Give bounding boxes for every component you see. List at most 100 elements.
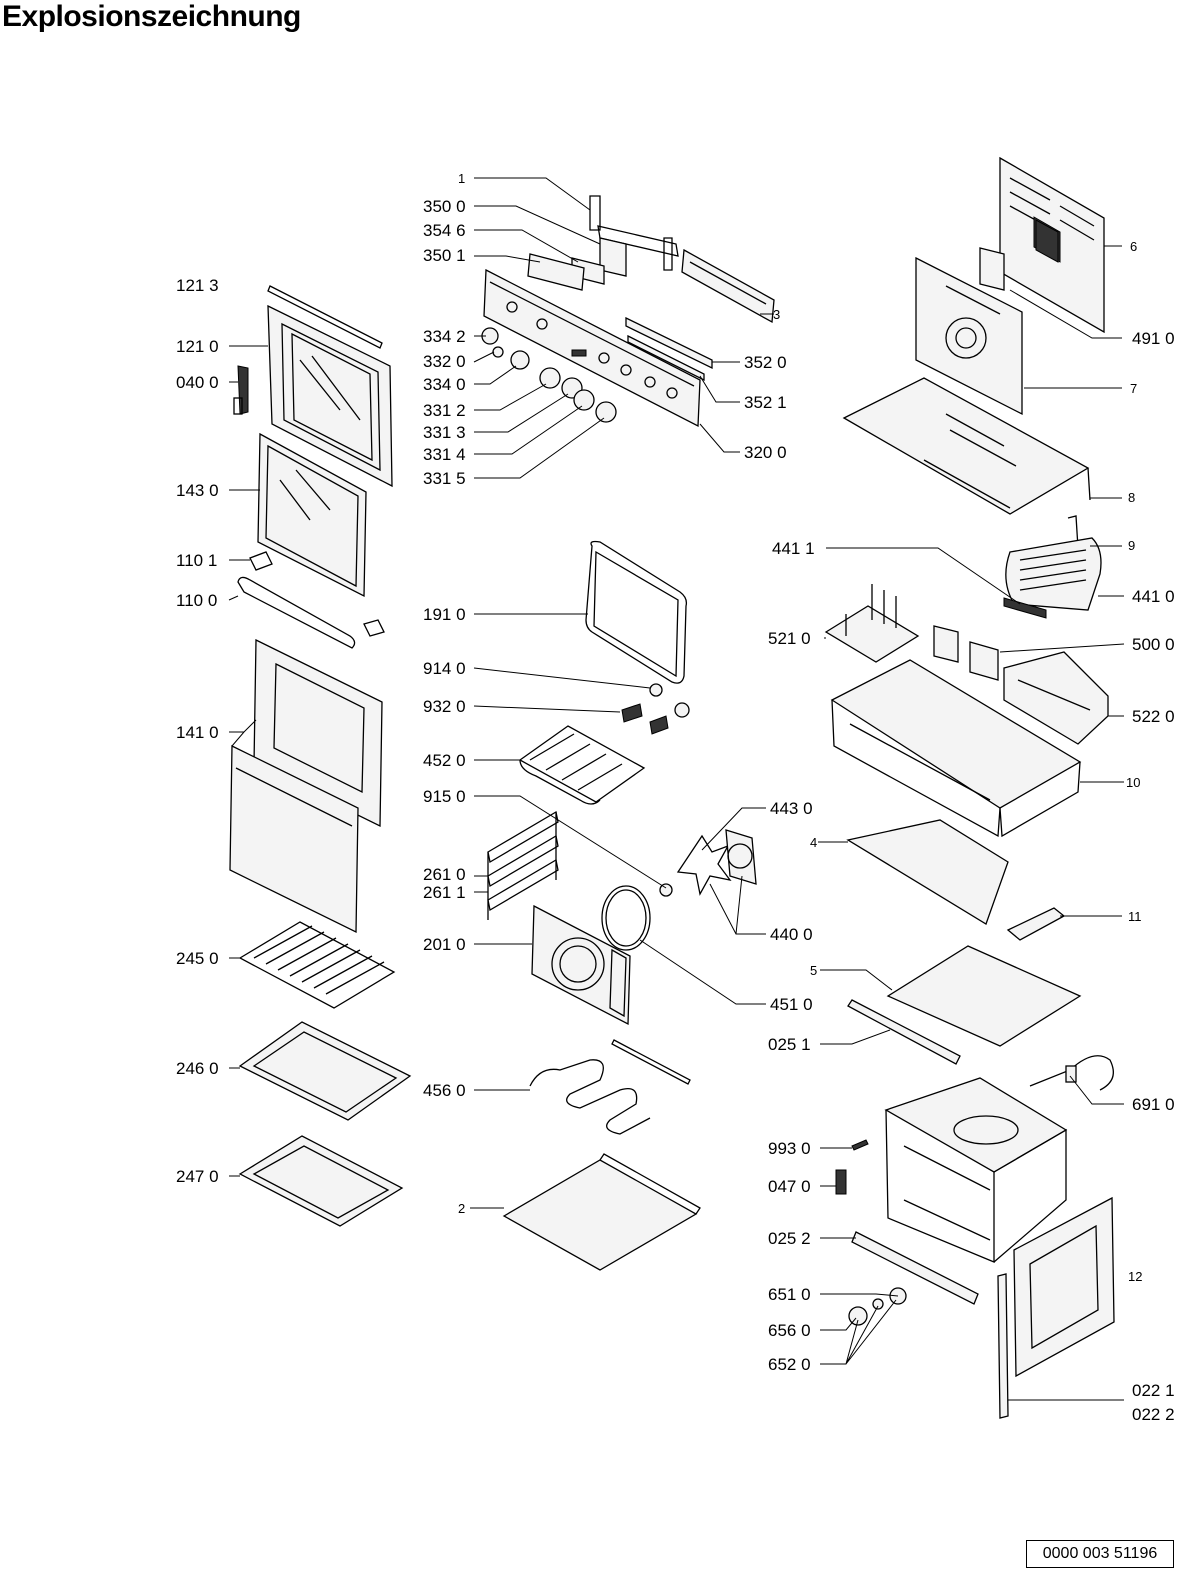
fan-cover-panel: [531, 904, 631, 1026]
bottom-heating-element: [529, 1039, 691, 1135]
small-bracket: [1006, 907, 1066, 941]
base-frame: [830, 659, 1082, 838]
ring-heating-element: [601, 885, 651, 951]
label-651-0: 651 0: [768, 1285, 811, 1304]
label-441-1: 441 1: [772, 539, 815, 558]
label-022-2: 022 2: [1132, 1405, 1175, 1424]
label-652-0: 652 0: [768, 1355, 811, 1374]
label-247-0: 247 0: [176, 1167, 219, 1186]
label-11: 11: [1128, 909, 1142, 924]
label-110-1: 110 1: [176, 551, 217, 570]
baking-tray: [238, 1021, 412, 1121]
label-143-0: 143 0: [176, 481, 219, 500]
label-691-0: 691 0: [1132, 1095, 1175, 1114]
label-8: 8: [1128, 490, 1135, 505]
label-320-0: 320 0: [744, 443, 787, 462]
label-7: 7: [1130, 381, 1137, 396]
label-246-0: 246 0: [176, 1059, 219, 1078]
label-331-3: 331 3: [423, 423, 466, 442]
label-2: 2: [458, 1201, 465, 1216]
label-443-0: 443 0: [770, 799, 813, 818]
control-electronics: [824, 584, 1109, 745]
label-500-0: 500 0: [1132, 635, 1175, 654]
door-seal-strip: [267, 285, 383, 349]
outer-door-glass: [229, 638, 383, 934]
control-knobs: [481, 327, 617, 423]
label-1: 1: [458, 171, 465, 186]
label-656-0: 656 0: [768, 1321, 811, 1340]
document-number: 0000 003 51196: [1026, 1540, 1174, 1568]
page-title: Explosionszeichnung: [2, 0, 301, 33]
label-332-0: 332 0: [423, 352, 466, 371]
label-047-0: 047 0: [768, 1177, 811, 1196]
label-521-0: 521 0: [768, 629, 811, 648]
label-354-6: 354 6: [423, 221, 466, 240]
top-panel: [842, 377, 1091, 515]
tangential-fan: [1003, 537, 1102, 619]
label-191-0: 191 0: [423, 605, 466, 624]
top-heating-element: [518, 725, 646, 805]
label-451-0: 451 0: [770, 995, 813, 1014]
label-456-0: 456 0: [423, 1081, 466, 1100]
label-261-0: 261 0: [423, 865, 466, 884]
label-914-0: 914 0: [423, 659, 466, 678]
label-025-2: 025 2: [768, 1229, 811, 1248]
wire-rack: [238, 921, 396, 1009]
label-121-0: 121 0: [176, 337, 219, 356]
control-panel-assembly: [483, 195, 775, 428]
label-352-1: 352 1: [744, 393, 787, 412]
cavity-lamp: [1029, 1055, 1114, 1091]
label-10: 10: [1126, 775, 1140, 790]
part-number-labels: 1 350 0 354 6 350 1 6 121 3 3 334 2 491 …: [176, 171, 1175, 1424]
rear-panel: [915, 256, 1023, 416]
label-025-1: 025 1: [768, 1035, 811, 1054]
label-6: 6: [1130, 239, 1137, 254]
lamp-parts: [621, 683, 690, 735]
inner-glass-pane: [257, 432, 367, 598]
cooling-fan-motor: [979, 247, 1005, 291]
label-993-0: 993 0: [768, 1139, 811, 1158]
label-022-1: 022 1: [1132, 1381, 1175, 1400]
label-440-0: 440 0: [770, 925, 813, 944]
drip-tray: [238, 1135, 404, 1227]
label-121-3: 121 3: [176, 276, 219, 295]
label-9: 9: [1128, 538, 1135, 553]
label-201-0: 201 0: [423, 935, 466, 954]
label-331-2: 331 2: [423, 401, 466, 420]
label-932-0: 932 0: [423, 697, 466, 716]
label-040-0: 040 0: [176, 373, 219, 392]
cavity-top-panel: [847, 945, 1082, 1065]
label-245-0: 245 0: [176, 949, 219, 968]
label-141-0: 141 0: [176, 723, 219, 742]
label-491-0: 491 0: [1132, 329, 1175, 348]
door-hinge: [233, 365, 249, 415]
leader-lines: [228, 177, 1125, 1401]
label-915-0: 915 0: [423, 787, 466, 806]
label-452-0: 452 0: [423, 751, 466, 770]
label-4: 4: [810, 835, 817, 850]
label-3: 3: [773, 307, 780, 322]
label-334-0: 334 0: [423, 375, 466, 394]
label-331-5: 331 5: [423, 469, 466, 488]
shelf-supports: [487, 810, 559, 920]
label-12: 12: [1128, 1269, 1142, 1284]
cavity-front-frame: [997, 1196, 1115, 1419]
label-334-2: 334 2: [423, 327, 466, 346]
label-441-0: 441 0: [1132, 587, 1175, 606]
label-352-0: 352 0: [744, 353, 787, 372]
label-110-0: 110 0: [176, 591, 217, 610]
label-522-0: 522 0: [1132, 707, 1175, 726]
label-350-0: 350 0: [423, 197, 466, 216]
oven-cavity: [884, 1077, 1068, 1263]
side-shield: [846, 819, 1009, 925]
oven-door-seal: [585, 540, 688, 684]
label-350-1: 350 1: [423, 246, 466, 265]
cavity-fasteners: [835, 1139, 979, 1305]
label-261-1: 261 1: [423, 883, 466, 902]
convection-fan: [659, 829, 757, 897]
inner-door-frame: [267, 304, 393, 488]
label-331-4: 331 4: [423, 445, 466, 464]
bottom-panel: [502, 1153, 701, 1271]
door-handle: [237, 551, 385, 649]
